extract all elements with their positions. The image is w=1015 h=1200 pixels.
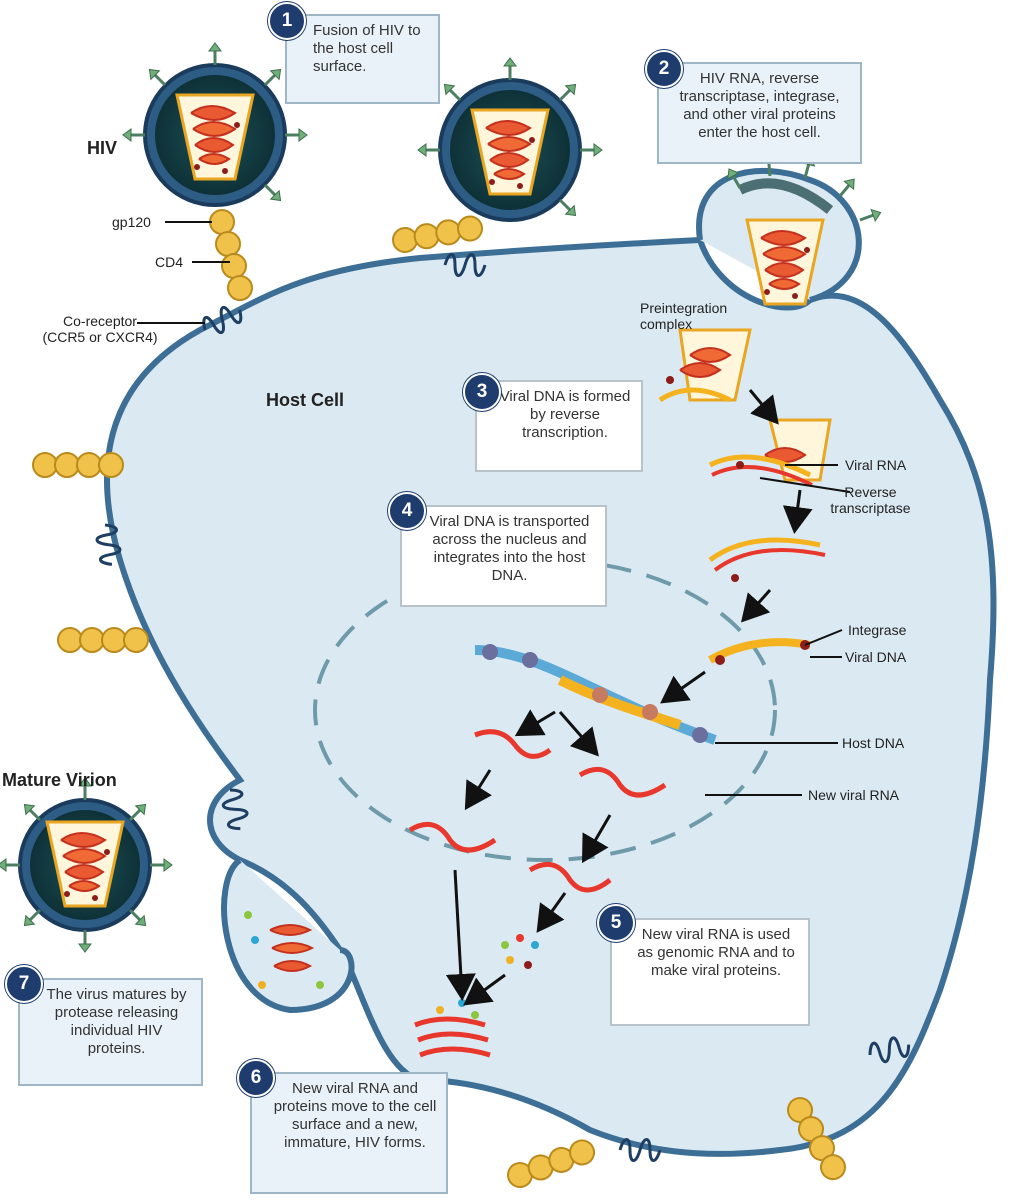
step-4-badge: 4 <box>388 492 426 530</box>
mature-virion <box>0 776 174 954</box>
step-4-text: Viral DNA is transported across the nucl… <box>429 513 590 584</box>
viral-rna-strand <box>528 861 612 893</box>
reverse-transcription-complex <box>708 418 832 487</box>
step-4-box: Viral DNA is transported across the nucl… <box>400 505 607 607</box>
new-viral-rna-label: New viral RNA <box>808 787 900 803</box>
step-7-badge: 7 <box>5 965 43 1003</box>
coreceptor-label-line2: (CCR5 or CXCR4) <box>42 329 158 345</box>
step-6-box: New viral RNA and proteins move to the c… <box>250 1072 448 1194</box>
mature-virion-title: Mature Virion <box>2 770 117 790</box>
step-3-text: Viral DNA is formed by reverse transcrip… <box>499 388 631 441</box>
label-leaders <box>137 221 851 796</box>
viral-dna-label: Viral DNA <box>845 649 907 665</box>
budding-rna <box>244 911 324 989</box>
preintegration-label: Preintegration complex <box>640 300 727 332</box>
step-1-text: Fusion of HIV to the host cell surface. <box>313 22 421 75</box>
reverse-transcriptase-line1: Reverse <box>844 484 897 500</box>
hiv-title: HIV <box>87 138 118 158</box>
step-1-box: Fusion of HIV to the host cell surface. <box>285 14 440 104</box>
hiv-virion-2 <box>416 56 604 222</box>
step-5-box: New viral RNA is used as genomic RNA and… <box>610 918 810 1026</box>
host-cell-title: Host Cell <box>266 390 345 410</box>
coreceptor-label: Co-receptor (CCR5 or CXCR4) <box>30 313 170 345</box>
host-dna-label: Host DNA <box>842 735 905 751</box>
viral-rna-label: Viral RNA <box>845 457 907 473</box>
step-5-text: New viral RNA is used as genomic RNA and… <box>637 926 795 979</box>
viral-rna-strand <box>474 729 552 759</box>
cd4-receptor <box>209 209 253 301</box>
reverse-transcriptase-label: Reverse transcriptase <box>818 484 923 516</box>
viral-rna-strand <box>578 766 667 798</box>
preintegration-complex <box>658 328 752 403</box>
process-arrows <box>445 389 813 1006</box>
preintegration-label-line1: Preintegration <box>640 300 728 316</box>
step-2-text: HIV RNA, reverse transcriptase, integras… <box>679 70 840 141</box>
host-dna-strand <box>474 644 717 745</box>
host-cell-membrane <box>104 236 997 1157</box>
reverse-transcriptase-line2: transcriptase <box>830 500 911 516</box>
step-7-text: The virus matures by protease releasing … <box>46 986 187 1057</box>
viral-protein-cluster <box>501 934 539 969</box>
step-1-badge: 1 <box>268 2 306 40</box>
cd4-label: CD4 <box>155 254 184 270</box>
preintegration-label-line2: complex <box>640 316 693 332</box>
step-7-box: The virus matures by protease releasing … <box>18 978 203 1086</box>
integrase-label: Integrase <box>848 622 907 638</box>
coreceptor-label-line1: Co-receptor <box>63 313 137 329</box>
step-2-badge: 2 <box>645 50 683 88</box>
assembly-site <box>414 999 491 1058</box>
viral-rna-strand <box>408 821 497 853</box>
step-2-box: HIV RNA, reverse transcriptase, integras… <box>657 62 862 164</box>
step-6-text: New viral RNA and proteins move to the c… <box>273 1080 437 1151</box>
step-5-badge: 5 <box>597 904 635 942</box>
gp120-label: gp120 <box>112 214 151 230</box>
step-3-badge: 3 <box>463 373 501 411</box>
dsdna-intermediate <box>708 537 826 582</box>
step-6-badge: 6 <box>237 1059 275 1097</box>
hiv-virion-1 <box>121 41 309 207</box>
step-3-box: Viral DNA is formed by reverse transcrip… <box>475 380 643 472</box>
